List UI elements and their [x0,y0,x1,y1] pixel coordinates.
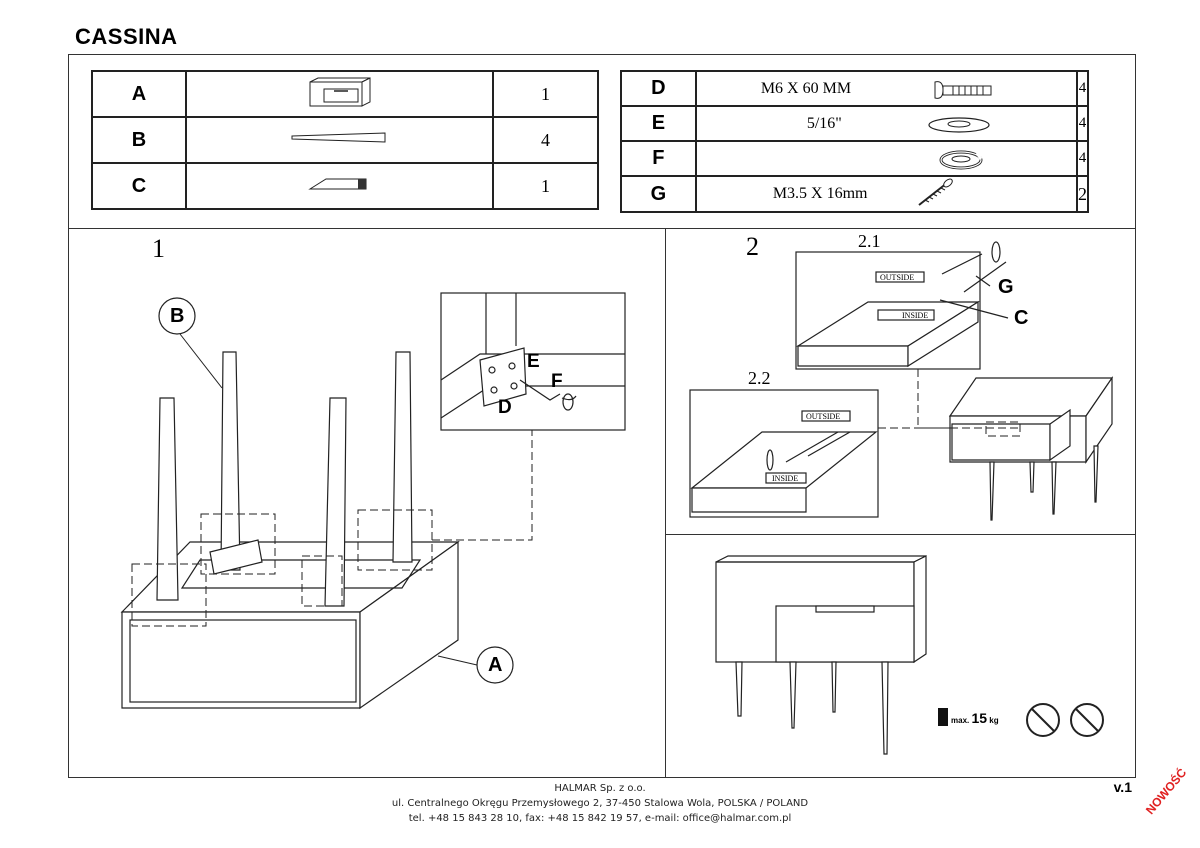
part-letter: D [620,70,697,107]
substep-number: 2.1 [858,231,881,251]
part-letter: E [620,105,697,142]
part-letter: G [620,175,697,213]
table-row: G M3.5 X 16mm 2 [620,175,1089,213]
step-number: 2 [746,232,759,261]
table-row: F 4 [620,140,1089,177]
divider [665,534,1135,535]
tapered-leg-icon [291,131,385,143]
parts-table-right: D M6 X 60 MM 4 E 5/16" 4 [620,70,1089,213]
leg [220,351,241,571]
part-qty: 1 [492,162,599,210]
wood-screw-icon [918,178,953,206]
outside-label: OUTSIDE [806,412,841,421]
outside-label: OUTSIDE [880,273,915,282]
callout-a: A [488,654,503,676]
leg [324,397,347,607]
callout-bubble [158,297,196,335]
part-spec: 5/16" [806,114,842,132]
version-label: v.1 [1113,779,1132,795]
table-row: A 1 [91,70,599,118]
table-row: D M6 X 60 MM 4 [620,70,1089,107]
part-letter: A [91,70,187,118]
company-address: ul. Centralnego Okręgu Przemysłowego 2, … [391,798,809,809]
document-title: CASSINA [75,24,178,49]
step-number: 1 [152,234,165,263]
callout-b: B [170,305,185,327]
callout-g: G [998,276,1014,298]
table-row: C 1 [91,162,599,210]
part-letter: B [91,116,187,164]
part-letter: F [620,140,697,177]
bolt-icon [934,81,992,99]
part-qty: 1 [492,70,599,118]
table-row: B 4 [91,116,599,164]
part-qty: 4 [1076,70,1089,107]
parts-table-left: A 1 B 4 C 1 [91,70,599,210]
callout-c: C [1014,307,1029,329]
part-qty: 4 [1076,140,1089,177]
company-name: HALMAR Sp. z o.o. [554,783,646,794]
bracket-plate-icon [307,178,366,189]
part-letter: C [91,162,187,210]
max-load-label: max. 15 kg [951,710,999,726]
leg [156,397,179,601]
inside-label: INSIDE [772,474,799,483]
part-qty: 2 [1076,175,1089,213]
drawer-box-icon [309,76,370,107]
drawer-front [129,619,357,703]
part-qty: 4 [1076,105,1089,142]
spring-washer-icon [939,150,983,170]
inside-label: INSIDE [902,311,929,320]
part-qty: 4 [492,116,599,164]
callout-f: F [551,371,563,392]
part-spec: M3.5 X 16mm [772,185,868,202]
divider [665,228,666,777]
footer: HALMAR Sp. z o.o. ul. Centralnego Okręgu… [0,781,1200,826]
callout-e: E [527,351,540,372]
instruction-frame [68,54,1136,778]
weight-icon [938,708,948,726]
flat-washer-icon [928,117,990,133]
part-spec: M6 X 60 MM [760,79,852,97]
table-row: E 5/16" 4 [620,105,1089,142]
callout-d: D [498,397,512,418]
detail-box [440,292,626,431]
substep-number: 2.2 [748,368,771,388]
company-contact: tel. +48 15 843 28 10, fax: +48 15 842 1… [408,813,792,824]
divider [69,228,1135,229]
